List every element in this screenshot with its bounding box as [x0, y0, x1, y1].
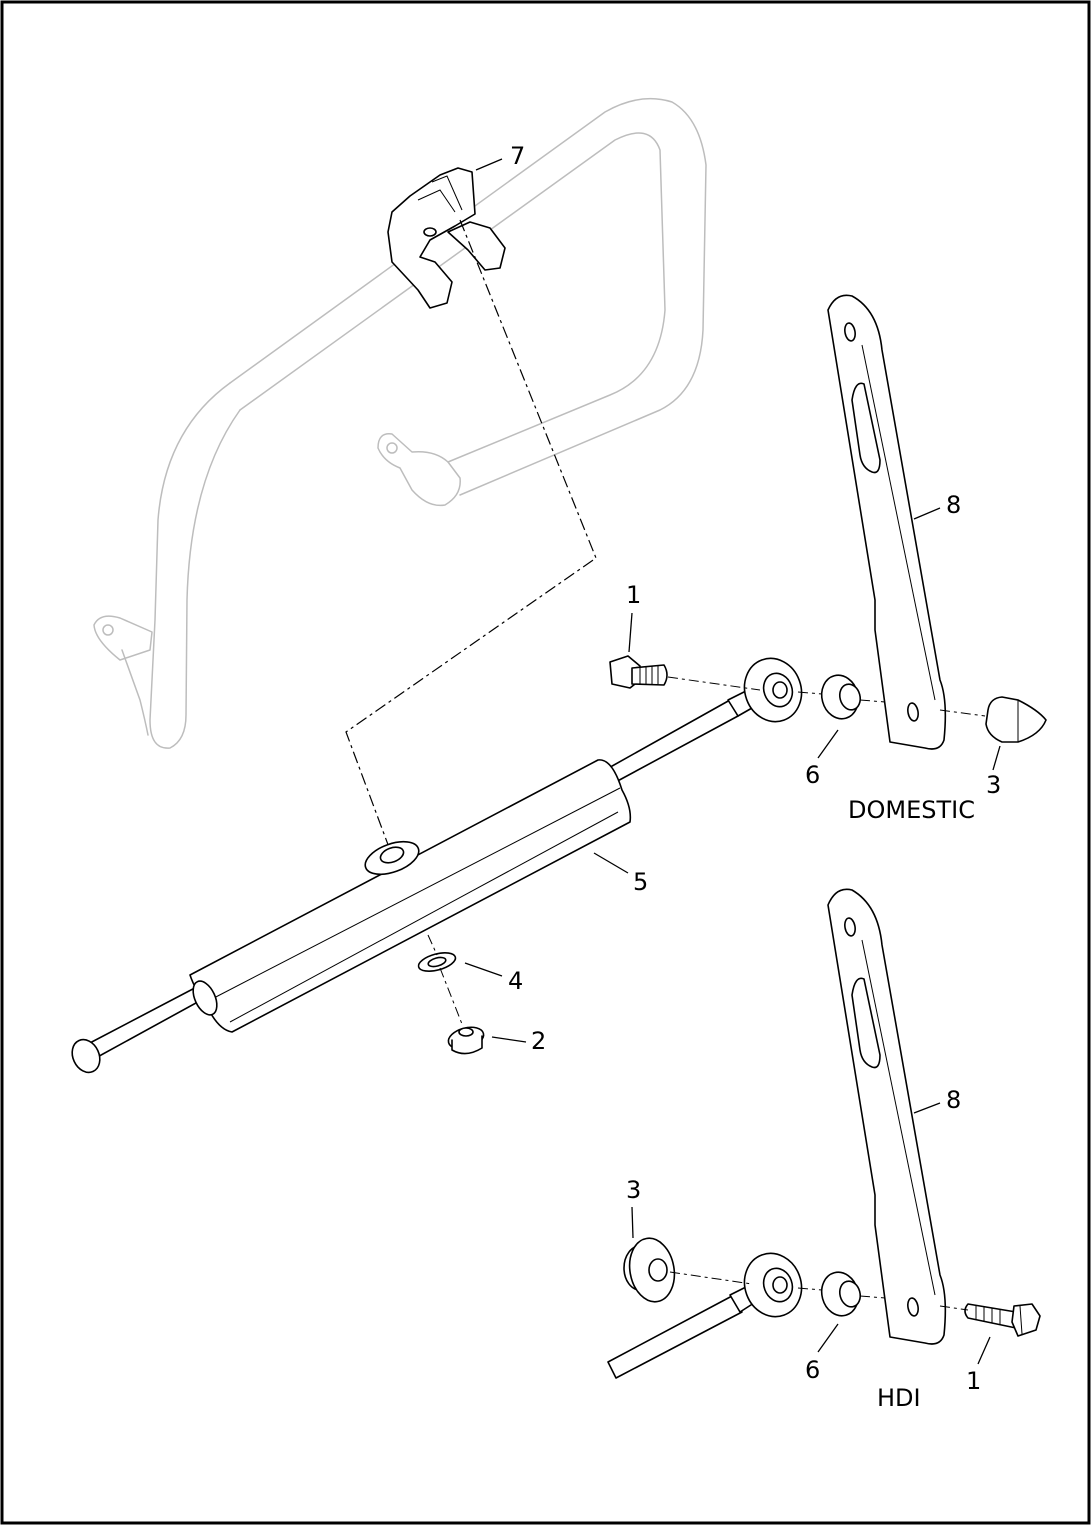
- callout-4: 4: [508, 967, 523, 995]
- acorn-nut-top: [985, 696, 1047, 743]
- callout-5: 5: [633, 868, 648, 896]
- callout-8-bottom: 8: [946, 1086, 961, 1114]
- callout-2: 2: [531, 1027, 546, 1055]
- callout-1-top: 1: [626, 581, 641, 609]
- steering-damper: [71, 657, 803, 1074]
- assembly-path-bracket: [345, 219, 597, 851]
- clamp-bracket: [387, 167, 506, 309]
- callout-3-bottom: 3: [626, 1176, 641, 1204]
- mounting-plate-bottom: [827, 888, 947, 1345]
- bolt-bottom: [964, 1303, 1041, 1337]
- callout-7: 7: [510, 142, 525, 170]
- callout-1-bottom: 1: [966, 1367, 981, 1395]
- axis-line-top: [667, 676, 986, 717]
- callout-6-bottom: 6: [805, 1356, 820, 1384]
- rod-end-hdi: [607, 1252, 803, 1379]
- callout-6-top: 6: [805, 761, 820, 789]
- washer: [417, 952, 457, 972]
- engine-guard-outline: [93, 97, 707, 749]
- leader-lines: [464, 158, 1001, 1365]
- spacer-top: [820, 674, 862, 720]
- callout-8-top: 8: [946, 491, 961, 519]
- flange-nut-bottom: [623, 1237, 676, 1303]
- flange-nut: [447, 1026, 485, 1055]
- region-label-hdi: HDI: [877, 1384, 921, 1412]
- region-label-domestic: DOMESTIC: [848, 796, 975, 824]
- spacer-bottom: [820, 1271, 862, 1317]
- callout-3-top: 3: [986, 771, 1001, 799]
- mounting-plate-top: [827, 294, 947, 750]
- axis-line-washer: [427, 934, 463, 1025]
- bolt-top: [609, 655, 668, 689]
